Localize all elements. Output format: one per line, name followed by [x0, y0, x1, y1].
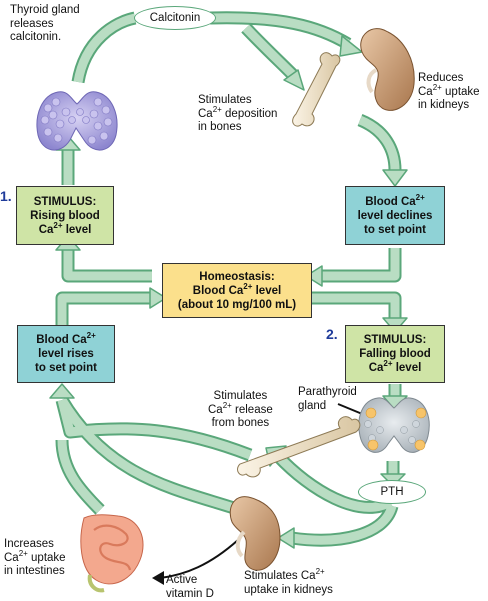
step-number-1: 1. — [0, 188, 12, 204]
arrowhead — [305, 265, 323, 287]
homeostasis-line1: Homeostasis: — [199, 270, 275, 283]
arrowhead — [49, 383, 75, 399]
bone-icon — [237, 416, 361, 478]
arrowhead — [277, 527, 295, 549]
reduces-label: Reduces Ca2+ uptake in kidneys — [418, 72, 480, 111]
vitamin-d-label: Active vitamin D — [166, 574, 214, 600]
stimulus-falling-line2: Ca2+ level — [368, 359, 422, 374]
parathyroid-label: Parathyroid gland — [298, 386, 357, 412]
pth-label: PTH — [380, 486, 404, 498]
arrow-kidney-to-vitamin-d — [159, 539, 239, 579]
rises-line3: to set point — [35, 362, 97, 374]
arrowhead — [149, 287, 167, 309]
kidney-uptake-label: Stimulates Ca2+ uptake in kidneys — [244, 567, 333, 596]
deposition-label: Stimulates Ca2+ deposition in bones — [198, 94, 278, 133]
kidney-icon — [360, 28, 415, 111]
release-label: Stimulates Ca2+ release from bones — [208, 390, 273, 429]
pth-oval: PTH — [358, 480, 426, 504]
stimulus-falling-line1: Falling blood — [359, 348, 431, 360]
declines-line2: level declines — [357, 209, 433, 222]
stimulus-rising-box: STIMULUS: Rising blood Ca2+ level — [16, 186, 114, 245]
stimulus-rising-title: STIMULUS: — [33, 195, 97, 208]
thyroid-gland-icon — [36, 91, 118, 151]
declines-line1: Blood Ca2+ — [365, 192, 425, 208]
calcium-declines-box: Blood Ca2+ level declines to set point — [345, 186, 445, 245]
step-number-2: 2. — [326, 326, 338, 342]
homeostasis-line2: Blood Ca2+ level — [192, 281, 282, 297]
homeostasis-line3: (about 10 mg/100 mL) — [177, 298, 297, 311]
calcitonin-oval: Calcitonin — [134, 6, 216, 30]
stimulus-falling-box: STIMULUS: Falling blood Ca2+ level — [345, 325, 445, 383]
arrowhead — [382, 169, 408, 187]
declines-line3: to set point — [364, 223, 426, 236]
stimulus-falling-title: STIMULUS: — [363, 334, 427, 346]
stimulus-rising-line1: Rising blood — [30, 209, 100, 222]
arrowhead-black — [152, 571, 164, 585]
arrowhead — [283, 69, 305, 91]
kidney-icon — [229, 496, 281, 571]
stimulus-rising-line2: Ca2+ level — [38, 220, 92, 236]
homeostasis-box: Homeostasis: Blood Ca2+ level (about 10 … — [162, 263, 312, 318]
parathyroid-gland-icon — [358, 397, 430, 453]
intestine-icon — [80, 514, 144, 593]
intestines-label: Increases Ca2+ uptake in intestines — [4, 538, 66, 577]
calcium-rises-box: Blood Ca2+ level rises to set point — [17, 325, 115, 383]
thyroid-label: Thyroid gland releases calcitonin. — [10, 4, 80, 43]
bone-icon — [292, 52, 341, 127]
rises-line2: level rises — [38, 348, 94, 360]
calcitonin-label: Calcitonin — [149, 12, 201, 24]
rises-line1: Blood Ca2+ — [36, 331, 96, 346]
arrowhead — [339, 35, 363, 57]
